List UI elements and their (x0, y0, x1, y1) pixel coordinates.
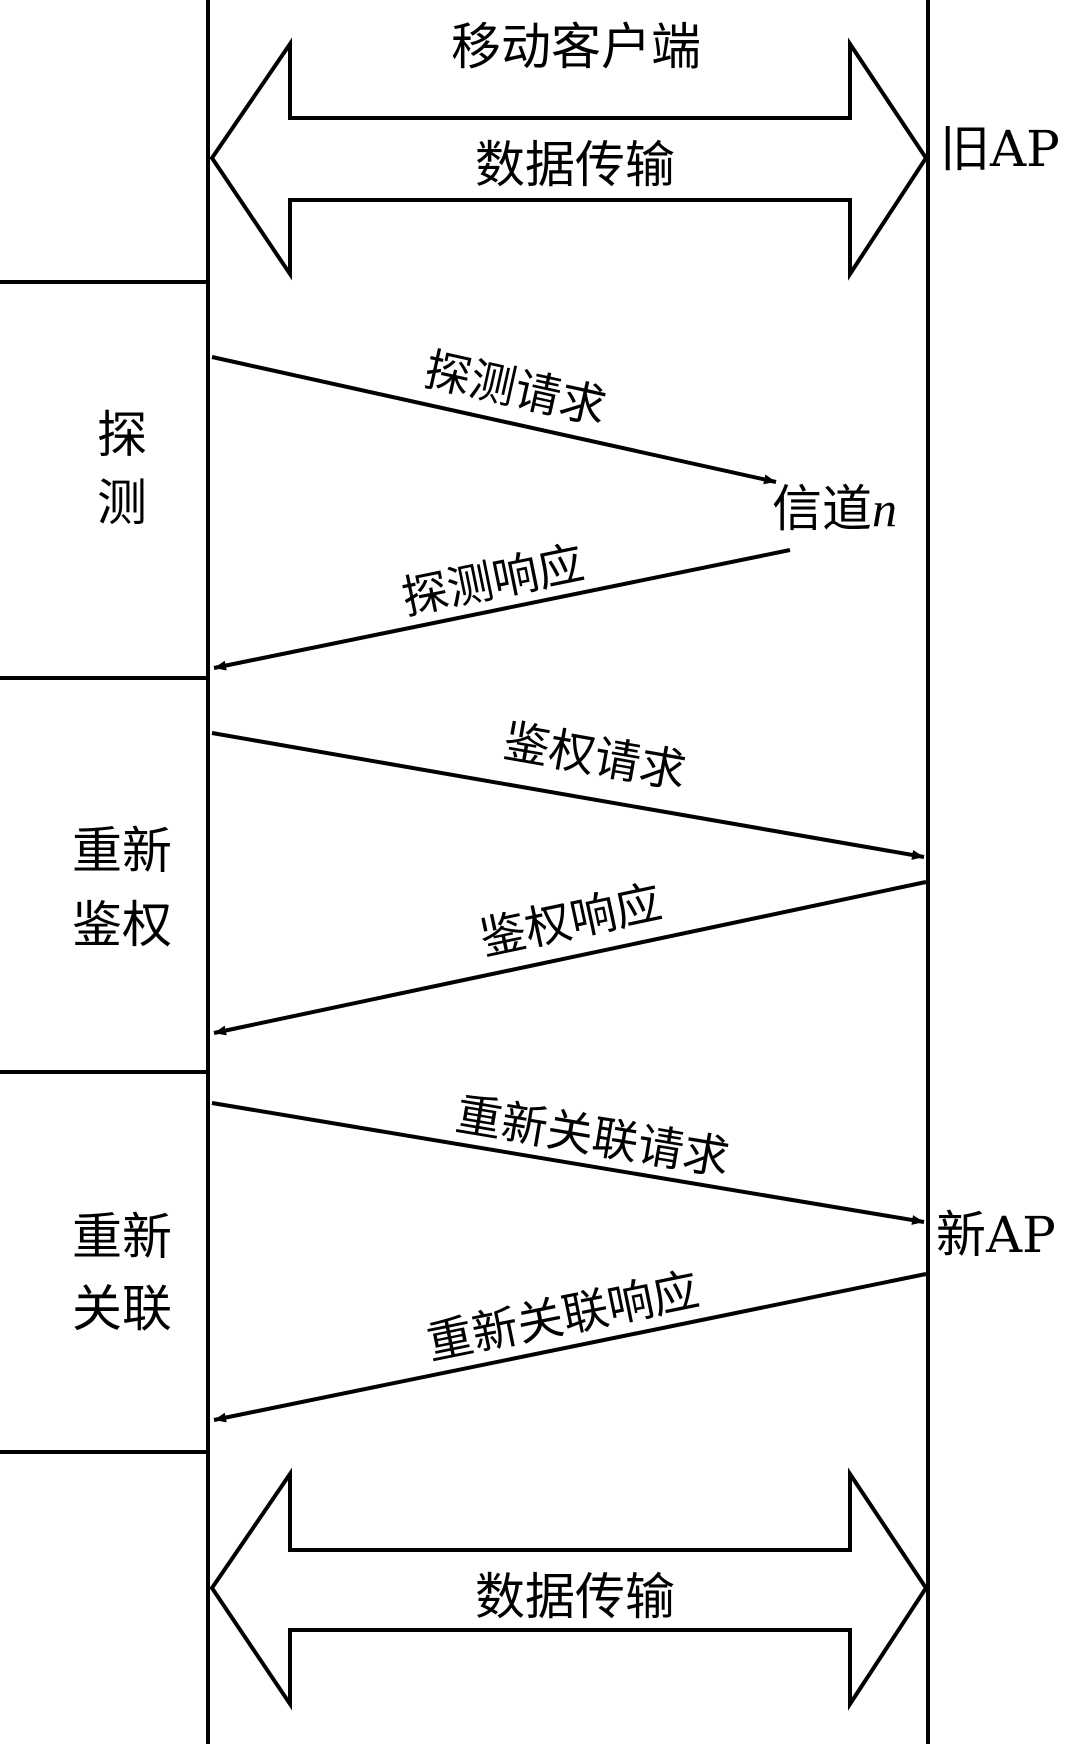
mobile-client-title: 移动客户端 (451, 18, 701, 76)
top-data-transfer-label: 数据传输 (475, 136, 675, 194)
bottom-data-transfer-arrow (209, 1467, 929, 1711)
channel-var: n (872, 481, 897, 537)
auth-response-arrow (213, 880, 927, 1036)
reassoc-response-arrow (213, 1272, 927, 1423)
reassoc-response-label: 重新关联响应 (422, 1262, 703, 1370)
phase-reauth-line2: 鉴权 (72, 896, 172, 954)
phase-reauth-line1: 重新 (72, 822, 172, 880)
new-ap-label: 新AP (936, 1206, 1056, 1264)
phase-reassoc-line1: 重新 (72, 1208, 172, 1266)
top-data-transfer-arrow (209, 37, 929, 281)
probe-request-arrow (211, 355, 777, 485)
old-ap-label: 旧AP (940, 120, 1060, 178)
phase-reassoc-line2: 关联 (72, 1280, 172, 1338)
channel-label: 信道n (772, 480, 897, 538)
bottom-data-transfer-label: 数据传输 (475, 1568, 675, 1626)
auth-response-label: 鉴权响应 (475, 875, 666, 966)
probe-response-arrow (213, 548, 791, 671)
reassoc-request-label: 重新关联请求 (452, 1087, 733, 1186)
phase-probe-line1: 探 (97, 406, 147, 464)
channel-prefix: 信道 (772, 480, 872, 538)
auth-request-arrow (211, 731, 925, 860)
phase-probe-line2: 测 (97, 474, 147, 532)
probe-request-label: 探测请求 (420, 342, 611, 435)
reassoc-request-arrow (211, 1101, 925, 1225)
